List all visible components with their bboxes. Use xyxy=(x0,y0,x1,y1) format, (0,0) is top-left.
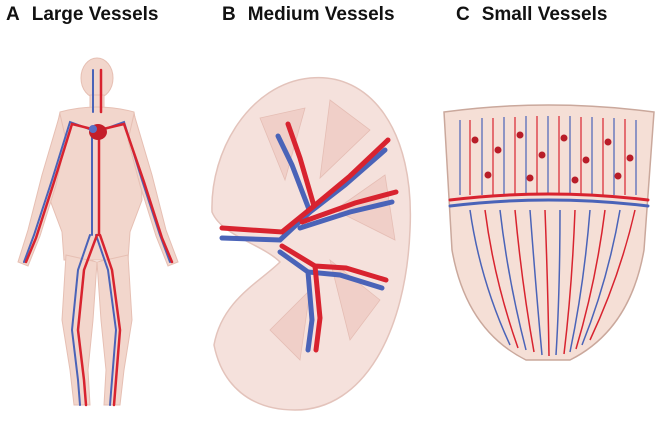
kidney-outline xyxy=(211,76,412,411)
tissue-section-illustration xyxy=(443,104,655,361)
panel-heading: A Large Vessels xyxy=(6,4,159,26)
panel-title: Small Vessels xyxy=(481,4,608,25)
panel-title: Large Vessels xyxy=(31,4,159,25)
panel-heading: C Small Vessels xyxy=(456,4,607,26)
panel-title: Medium Vessels xyxy=(247,4,395,25)
human-body-illustration xyxy=(17,57,179,407)
panel-letter: B xyxy=(222,4,236,25)
tissue-outline xyxy=(443,104,655,361)
panel-letter: A xyxy=(6,4,20,25)
glomeruli xyxy=(471,131,634,184)
panel-small-vessels: C Small Vessels xyxy=(430,0,666,423)
panel-letter: C xyxy=(456,4,470,25)
heart-icon xyxy=(89,124,107,140)
kidney-illustration xyxy=(211,76,412,411)
panel-heading: B Medium Vessels xyxy=(222,4,395,26)
arteries xyxy=(24,68,174,407)
panel-large-vessels: A Large Vessels xyxy=(0,0,200,423)
panel-medium-vessels: B Medium Vessels xyxy=(200,0,430,423)
medulla-vessels xyxy=(469,209,636,357)
cortex-vessels xyxy=(459,116,637,195)
arcuate-vessels xyxy=(448,192,650,208)
renal-arteries xyxy=(219,121,399,353)
